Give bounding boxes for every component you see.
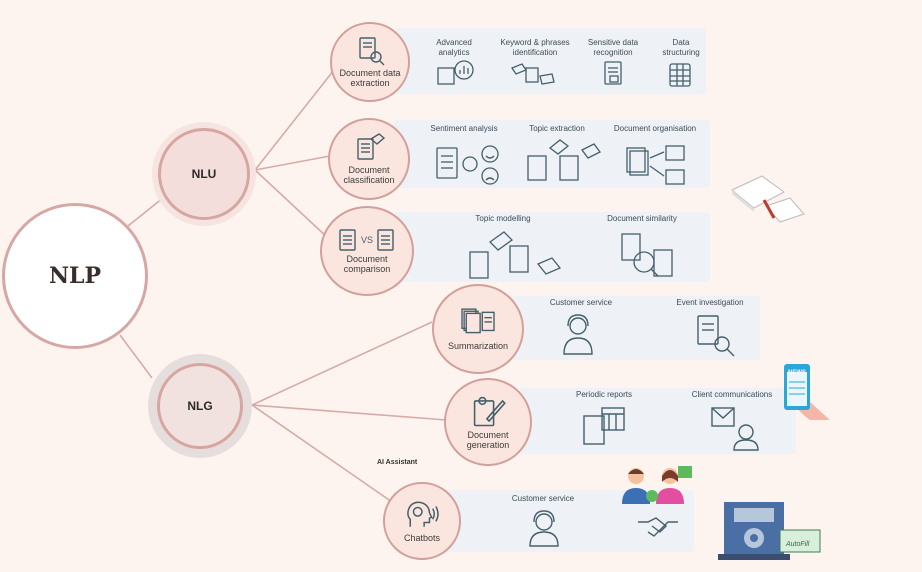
comparison-label: Document comparison [343,254,391,274]
sentiment-faces-icon [436,145,499,185]
summarization-node: Summarization [432,284,524,374]
reports-calendar-icon [583,407,625,445]
customer-headset-icon [563,314,593,355]
generation-panel [520,388,796,454]
feature-data-structuring: Data structuring [662,38,700,57]
mail-person-icon [711,407,759,451]
news-phone-illustration [784,364,830,420]
sensitive-document-icon [604,61,622,85]
feature-topic-extraction: Topic extraction [529,124,585,133]
document-data-extraction-node: Document data extraction [330,22,410,102]
feature-customer-service-chatbot: Customer service [511,494,575,503]
feature-keyword-identification: Keyword & phrases identification [500,38,570,57]
document-pen-icon [473,396,506,427]
document-left-icon [339,229,356,251]
summarization-label: Summarization [447,341,509,351]
feature-client-communications: Client communications [691,390,773,399]
topic-documents-icon [527,139,601,181]
ai-head-icon [407,501,439,527]
comparison-panel [394,212,710,282]
topic-modelling-icon [469,231,562,279]
classification-label: Document classification [343,165,395,185]
feature-advanced-analytics: Advanced analytics [436,38,472,57]
handshake-icon [638,517,678,537]
chatbots-label: Chatbots [403,533,441,543]
feature-topic-modelling: Topic modelling [475,214,531,223]
nlp-root-node: NLP [2,203,148,349]
extraction-label: Document data extraction [339,68,401,88]
document-tag-icon [357,133,386,160]
feature-document-organisation: Document organisation [613,124,697,133]
analytics-chart-icon [437,60,474,85]
document-comparison-node: VS Document comparison [320,206,414,296]
summarization-panel [490,296,760,360]
autofill-laptop-illustration [718,502,821,560]
nlg-node: NLG [148,354,252,458]
data-grid-icon [669,63,691,87]
people-approval-illustration [622,466,692,504]
feature-event-investigation: Event investigation [676,298,744,307]
feature-periodic-reports: Periodic reports [575,390,633,399]
similarity-magnify-icon [621,233,673,277]
nlu-label: NLU [191,167,217,181]
document-classification-node: Document classification [328,118,410,200]
nlp-root-label: NLP [48,263,102,289]
document-generation-node: Document generation [444,378,532,466]
chatbots-node: Chatbots [383,482,461,560]
autofill-label: AutoFill [786,541,810,548]
document-search-icon [359,37,385,66]
vs-label: VS [360,235,373,245]
feature-customer-service-summary: Customer service [549,298,613,307]
ai-assistant-label: AI Assistant [377,459,418,466]
documents-stack-icon [461,308,495,334]
papers-pen-illustration [731,175,805,223]
chatbot-headset-icon [529,510,559,547]
classification-panel [394,120,710,188]
feature-sentiment-analysis: Sentiment analysis [430,124,498,133]
feature-sensitive-data: Sensitive data recognition [587,38,639,57]
document-right-icon [377,229,394,251]
nlg-label: NLG [187,399,213,413]
investigation-document-icon [697,315,735,357]
nlu-node: NLU [158,128,250,220]
keyword-tags-icon [511,63,555,85]
organisation-folders-icon [626,145,685,185]
generation-label: Document generation [466,430,510,450]
news-label: NEWS [788,370,806,376]
feature-document-similarity: Document similarity [607,214,677,223]
